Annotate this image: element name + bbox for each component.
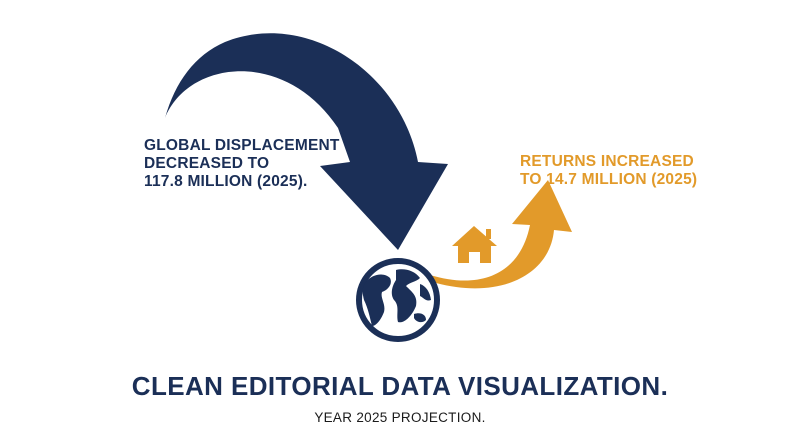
page-subline: YEAR 2025 PROJECTION.: [314, 410, 486, 425]
house-icon: [452, 226, 497, 263]
curved-down-arrow-icon: [165, 33, 448, 250]
displacement-statement: GLOBAL DISPLACEMENT DECREASED TO 117.8 M…: [144, 137, 344, 191]
returns-statement: RETURNS INCREASED TO 14.7 MILLION (2025): [520, 153, 720, 189]
returns-line-2: TO 14.7 MILLION (2025): [520, 170, 698, 188]
page-headline: CLEAN EDITORIAL DATA VISUALIZATION.: [131, 371, 669, 401]
displacement-line-1: GLOBAL DISPLACEMENT: [144, 137, 340, 154]
displacement-line-3: 117.8 MILLION (2025).: [144, 172, 308, 190]
displacement-line-2: DECREASED TO: [144, 154, 270, 172]
curved-up-arrow-icon: [430, 180, 572, 289]
globe-icon: [356, 258, 440, 342]
returns-line-1: RETURNS INCREASED: [520, 153, 694, 170]
